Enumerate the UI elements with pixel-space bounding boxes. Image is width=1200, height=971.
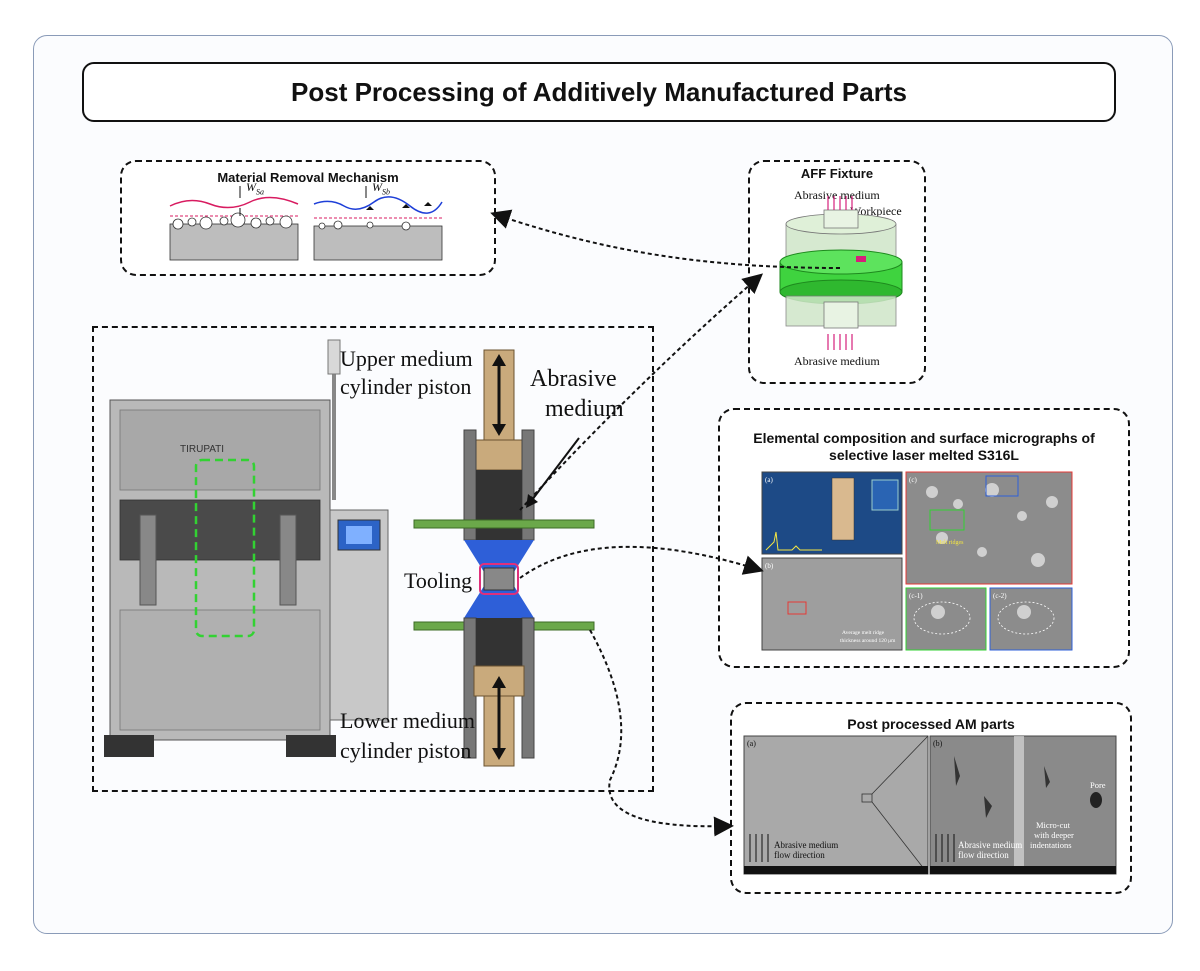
label-upper-piston-line2: cylinder piston	[340, 374, 472, 399]
panel-b-label: (b)	[765, 562, 774, 570]
aff-fixture-box: AFF Fixture Abrasive medium Workpiece Ab…	[748, 160, 926, 384]
post-processed-panels: (a) (b) Abrasive medium flow direction A…	[743, 735, 1117, 875]
aff-label-bottom: Abrasive medium	[794, 354, 880, 368]
surface-before	[169, 186, 299, 261]
material-removal-box: Material Removal Mechanism	[120, 160, 496, 276]
panel-c1	[905, 587, 987, 651]
label-lower-piston-line1: Lower medium	[340, 708, 476, 733]
tooling	[464, 540, 534, 618]
panel-b-surface	[761, 557, 903, 651]
lower-cylinder	[785, 295, 897, 329]
aff-machine: TIRUPATI	[104, 339, 389, 757]
pp-note-micro-line3: indentations	[1030, 840, 1072, 850]
symbol-wsb-sub: Sb	[382, 187, 390, 197]
pp-note-b-line2: flow direction	[958, 850, 1009, 860]
panel-c-label: (c)	[909, 476, 917, 484]
machine-body	[104, 339, 389, 757]
arrow-to-material-removal	[490, 209, 841, 269]
panel-c2-label: (c-2)	[993, 592, 1007, 600]
upper-piston	[473, 349, 525, 471]
note-avg-thickness: thickness around 120 μm	[840, 638, 896, 644]
panel-c-surface	[905, 471, 1073, 585]
note-melt-ridges: Melt ridges	[936, 540, 964, 546]
label-lower-piston-line2: cylinder piston	[340, 738, 472, 763]
lower-piston	[473, 665, 525, 767]
note-avg-ridge: Average melt ridge	[842, 630, 885, 636]
title-box: Post Processing of Additively Manufactur…	[82, 62, 1116, 122]
panel-smooth-surface	[743, 735, 929, 875]
flow-arrows-bottom	[827, 334, 853, 350]
cylinder-cross-section	[413, 349, 595, 767]
aff-fixture-title: AFF Fixture	[800, 166, 874, 181]
micrograph-panels: (a) (b) (c) (c-1) (c-2) Melt ridges Aver…	[761, 471, 1073, 651]
post-processed-title: Post processed AM parts	[847, 716, 1015, 732]
label-abrasive-line2: medium	[545, 396, 624, 422]
pp-note-a-line1: Abrasive medium	[774, 840, 838, 850]
page-title: Post Processing of Additively Manufactur…	[291, 76, 907, 107]
material-removal-title: Material Removal Mechanism	[217, 170, 399, 185]
panel-microcut-surface	[929, 735, 1117, 875]
lower-medium-chamber	[413, 617, 595, 759]
arrow-to-aff-fixture	[519, 273, 764, 511]
machine-brand-label: TIRUPATI	[180, 444, 224, 455]
pp-note-micro-line2: with deeper	[1034, 830, 1074, 840]
pp-note-micro-line1: Micro-cut	[1036, 820, 1071, 830]
upper-medium-chamber	[413, 429, 595, 541]
pp-note-a-line2: flow direction	[774, 850, 825, 860]
aff-label-top: Abrasive medium	[794, 188, 880, 202]
arrow-to-micrographs	[519, 545, 764, 579]
panel-a-label: (a)	[765, 476, 773, 484]
highlight-rect	[194, 458, 256, 638]
symbol-wsb-main: W	[372, 180, 382, 194]
machine-box	[92, 326, 654, 792]
pp-note-pore: Pore	[1090, 780, 1106, 790]
label-abrasive-line1: Abrasive	[530, 366, 617, 392]
label-tooling: Tooling	[404, 568, 473, 593]
pp-panel-b-label: (b)	[933, 739, 943, 748]
symbol-wsa-main: W	[246, 180, 256, 194]
flow-arrows-top	[827, 196, 853, 210]
surface-after	[313, 186, 443, 261]
label-upper-piston-line1: Upper medium	[340, 346, 473, 371]
micrographs-title-line1: Elemental composition and surface microg…	[753, 430, 1095, 446]
material-removal-illustration	[169, 186, 443, 261]
symbol-wsa: WSa	[246, 180, 264, 196]
symbol-wsb: WSb	[372, 180, 390, 196]
panel-eds	[761, 471, 903, 555]
micrographs-title-line2: selective laser melted S316L	[829, 447, 1019, 463]
pp-note-b-line1: Abrasive medium	[958, 840, 1022, 850]
panel-c2	[989, 587, 1073, 651]
symbol-wsa-sub: Sa	[256, 187, 264, 197]
arrow-to-post-processed	[589, 629, 734, 837]
pp-panel-a-label: (a)	[747, 739, 756, 748]
panel-c1-label: (c-1)	[909, 592, 923, 600]
